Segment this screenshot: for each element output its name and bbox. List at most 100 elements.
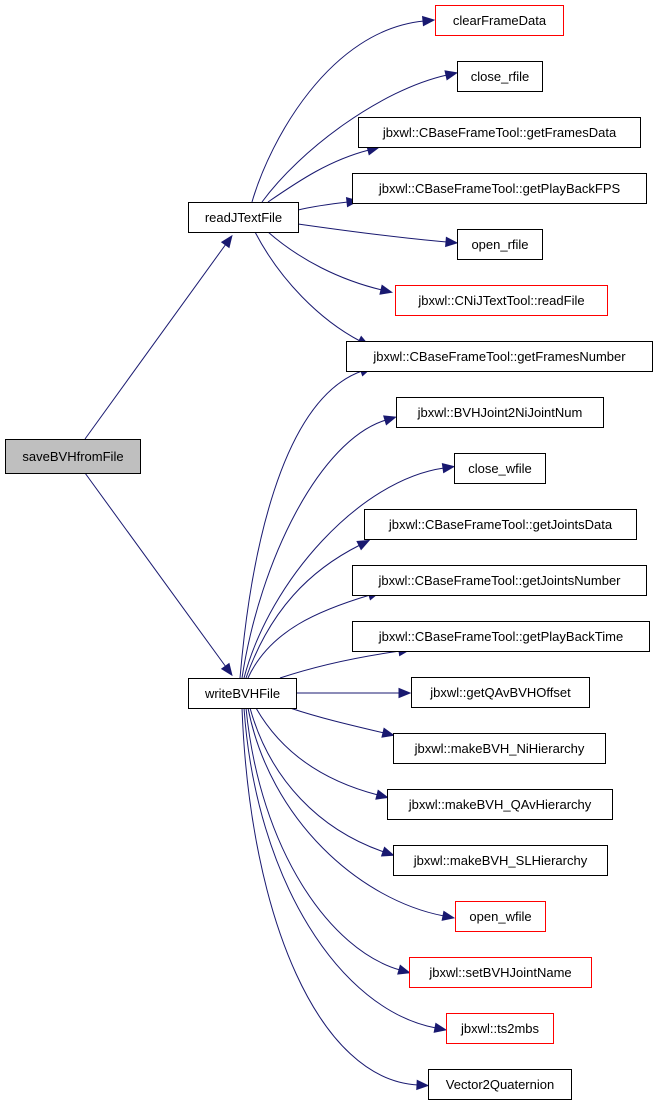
node-box: [346, 341, 653, 372]
node-makeBVH_SLHierarchy[interactable]: jbxwl::makeBVH_SLHierarchy: [393, 845, 608, 876]
node-getPlayBackFPS[interactable]: jbxwl::CBaseFrameTool::getPlayBackFPS: [352, 173, 647, 204]
edge-arrowhead: [441, 910, 456, 921]
edge-line: [267, 149, 370, 203]
node-label: jbxwl::makeBVH_NiHierarchy: [414, 741, 585, 756]
edge-line: [247, 594, 371, 679]
edge-writeBVHFile-to-makeBVH_SLHierarchy: [249, 707, 395, 857]
node-box: [395, 285, 608, 316]
node-label: jbxwl::makeBVH_QAvHierarchy: [408, 797, 592, 812]
call-graph-edges: [84, 15, 459, 1091]
edge-writeBVHFile-to-open_wfile: [247, 707, 456, 921]
edge-arrowhead: [220, 662, 233, 677]
edge-line: [279, 650, 401, 679]
node-getPlayBackTime[interactable]: jbxwl::CBaseFrameTool::getPlayBackTime: [352, 621, 650, 652]
node-BVHJoint2NiJointNum[interactable]: jbxwl::BVHJoint2NiJointNum: [396, 397, 604, 428]
edge-line: [251, 20, 425, 203]
edge-readJTextFile-to-clearFrameData: [251, 15, 436, 203]
edge-arrowhead: [398, 687, 412, 699]
edge-writeBVHFile-to-Vector2Quaternion: [241, 707, 430, 1091]
node-close_wfile[interactable]: close_wfile: [454, 453, 546, 484]
edge-line: [289, 707, 385, 734]
node-getFramesNumber[interactable]: jbxwl::CBaseFrameTool::getFramesNumber: [346, 341, 653, 372]
node-label: close_rfile: [471, 69, 530, 84]
node-box: [5, 439, 141, 474]
edge-line: [245, 707, 401, 971]
node-box: [188, 678, 297, 709]
node-label: clearFrameData: [453, 13, 547, 28]
node-label: jbxwl::CBaseFrameTool::getPlayBackTime: [378, 629, 623, 644]
edge-arrowhead: [383, 415, 397, 426]
node-clearFrameData[interactable]: clearFrameData: [435, 5, 564, 36]
edge-writeBVHFile-to-ts2mbs: [243, 707, 448, 1033]
node-label: jbxwl::CBaseFrameTool::getFramesNumber: [372, 349, 626, 364]
node-getQAvBVHOffset[interactable]: jbxwl::getQAvBVHOffset: [411, 677, 590, 708]
node-getJointsData[interactable]: jbxwl::CBaseFrameTool::getJointsData: [364, 509, 637, 540]
node-makeBVH_QAvHierarchy[interactable]: jbxwl::makeBVH_QAvHierarchy: [387, 789, 613, 820]
node-label: jbxwl::CBaseFrameTool::getPlayBackFPS: [378, 181, 621, 196]
edge-arrowhead: [397, 964, 411, 975]
node-box: [457, 61, 543, 92]
node-makeBVH_NiHierarchy[interactable]: jbxwl::makeBVH_NiHierarchy: [393, 733, 606, 764]
node-box: [358, 117, 641, 148]
node-label: writeBVHFile: [204, 686, 280, 701]
edge-arrowhead: [433, 1022, 448, 1033]
node-label: jbxwl::getQAvBVHOffset: [429, 685, 571, 700]
edge-arrowhead: [422, 15, 436, 27]
node-label: jbxwl::makeBVH_SLHierarchy: [413, 853, 588, 868]
node-ts2mbs[interactable]: jbxwl::ts2mbs: [446, 1013, 554, 1044]
node-readJTextFile[interactable]: readJTextFile: [188, 202, 299, 233]
node-label: jbxwl::CBaseFrameTool::getFramesData: [382, 125, 617, 140]
node-label: open_rfile: [471, 237, 528, 252]
edge-line: [297, 223, 448, 243]
node-box: [457, 229, 543, 260]
edge-line: [241, 707, 419, 1086]
node-box: [352, 565, 647, 596]
edge-arrowhead: [375, 789, 389, 800]
edge-writeBVHFile-to-getQAvBVHOffset: [296, 687, 412, 699]
edge-line: [249, 707, 385, 853]
node-open_rfile[interactable]: open_rfile: [457, 229, 543, 260]
node-getFramesData[interactable]: jbxwl::CBaseFrameTool::getFramesData: [358, 117, 641, 148]
node-box: [364, 509, 637, 540]
edge-readJTextFile-to-getPlayBackFPS: [297, 196, 360, 211]
edge-arrowhead: [445, 236, 459, 248]
edge-arrowhead: [379, 284, 394, 295]
edge-line: [84, 243, 227, 440]
node-close_rfile[interactable]: close_rfile: [457, 61, 543, 92]
node-label: Vector2Quaternion: [446, 1077, 554, 1092]
node-box: [455, 901, 546, 932]
node-label: jbxwl::ts2mbs: [460, 1021, 540, 1036]
edge-line: [267, 231, 383, 291]
node-writeBVHFile[interactable]: writeBVHFile: [188, 678, 297, 709]
node-readFile[interactable]: jbxwl::CNiJTextTool::readFile: [395, 285, 608, 316]
node-box: [428, 1069, 572, 1100]
edge-saveBVHfromFile-to-readJTextFile: [84, 234, 233, 440]
edge-line: [245, 544, 361, 679]
edge-readJTextFile-to-readFile: [267, 231, 394, 295]
edge-line: [241, 419, 387, 679]
node-box: [435, 5, 564, 36]
node-Vector2Quaternion[interactable]: Vector2Quaternion: [428, 1069, 572, 1100]
edge-line: [261, 74, 448, 203]
node-box: [352, 621, 650, 652]
node-label: jbxwl::CBaseFrameTool::getJointsData: [388, 517, 613, 532]
edge-arrowhead: [441, 463, 456, 474]
node-box: [393, 733, 606, 764]
node-getJointsNumber[interactable]: jbxwl::CBaseFrameTool::getJointsNumber: [352, 565, 647, 596]
edge-readJTextFile-to-getFramesNumber: [254, 231, 371, 347]
node-box: [387, 789, 613, 820]
node-label: jbxwl::CNiJTextTool::readFile: [417, 293, 584, 308]
edge-line: [239, 370, 363, 679]
edge-line: [297, 201, 349, 211]
edge-arrowhead: [220, 234, 233, 249]
edge-saveBVHfromFile-to-writeBVHFile: [84, 472, 233, 677]
edge-line: [243, 467, 445, 679]
edge-writeBVHFile-to-makeBVH_QAvHierarchy: [255, 707, 389, 800]
node-saveBVHfromFile: saveBVHfromFile: [5, 439, 141, 474]
node-box: [396, 397, 604, 428]
node-setBVHJointName[interactable]: jbxwl::setBVHJointName: [409, 957, 592, 988]
node-open_wfile[interactable]: open_wfile: [455, 901, 546, 932]
edge-line: [84, 472, 227, 668]
node-label: saveBVHfromFile: [22, 449, 123, 464]
